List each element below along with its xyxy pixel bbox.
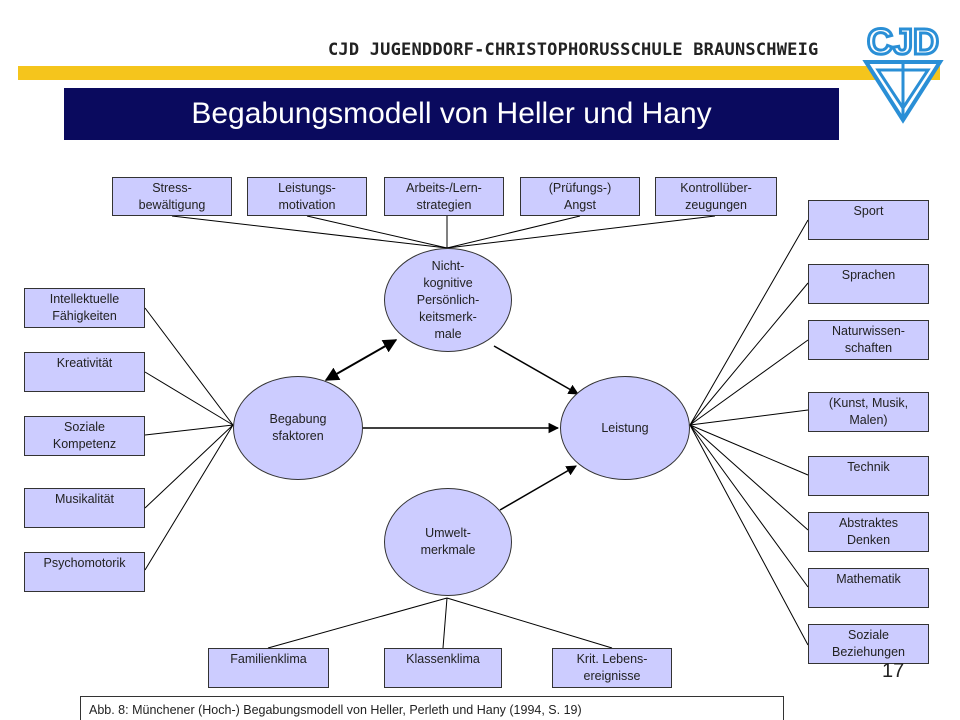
domain-box-sport: Sport bbox=[808, 200, 929, 240]
domain-box-mathematik: Mathematik bbox=[808, 568, 929, 608]
page-title: Begabungsmodell von Heller und Hany bbox=[64, 88, 839, 140]
factor-box-strategien: Arbeits-/Lern-strategien bbox=[384, 177, 504, 216]
environment-box-klassenklima: Klassenklima bbox=[384, 648, 502, 688]
oval-begabungsfaktoren: Begabung sfaktoren bbox=[233, 376, 363, 480]
domain-box-technik: Technik bbox=[808, 456, 929, 496]
factor-box-stress: Stress-bewältigung bbox=[112, 177, 232, 216]
cjd-logo: CJD bbox=[862, 20, 944, 124]
talent-box-psychomotorik: Psychomotorik bbox=[24, 552, 145, 592]
domain-box-kunst: (Kunst, Musik,Malen) bbox=[808, 392, 929, 432]
figure-caption: Abb. 8: Münchener (Hoch-) Begabungsmodel… bbox=[80, 696, 784, 720]
environment-box-familienklima: Familienklima bbox=[208, 648, 329, 688]
talent-box-musikalitaet: Musikalität bbox=[24, 488, 145, 528]
page-number: 17 bbox=[882, 660, 905, 682]
environment-box-lebensereignisse: Krit. Lebens-ereignisse bbox=[552, 648, 672, 688]
domain-box-sprachen: Sprachen bbox=[808, 264, 929, 304]
talent-box-kreativitaet: Kreativität bbox=[24, 352, 145, 392]
oval-leistung: Leistung bbox=[560, 376, 690, 480]
factor-box-kontrolle: Kontrollüber-zeugungen bbox=[655, 177, 777, 216]
factor-box-angst: (Prüfungs-)Angst bbox=[520, 177, 640, 216]
school-name: CJD JUGENDDORF-CHRISTOPHORUSSCHULE BRAUN… bbox=[328, 40, 819, 60]
factor-box-motivation: Leistungs-motivation bbox=[247, 177, 367, 216]
accent-bar bbox=[18, 66, 940, 80]
oval-nichtkognitive-merkmale: Nicht- kognitive Persönlich- keitsmerk- … bbox=[384, 248, 512, 352]
logo-text: CJD bbox=[867, 21, 939, 62]
domain-box-naturwissenschaften: Naturwissen-schaften bbox=[808, 320, 929, 360]
oval-umweltmerkmale: Umwelt- merkmale bbox=[384, 488, 512, 596]
